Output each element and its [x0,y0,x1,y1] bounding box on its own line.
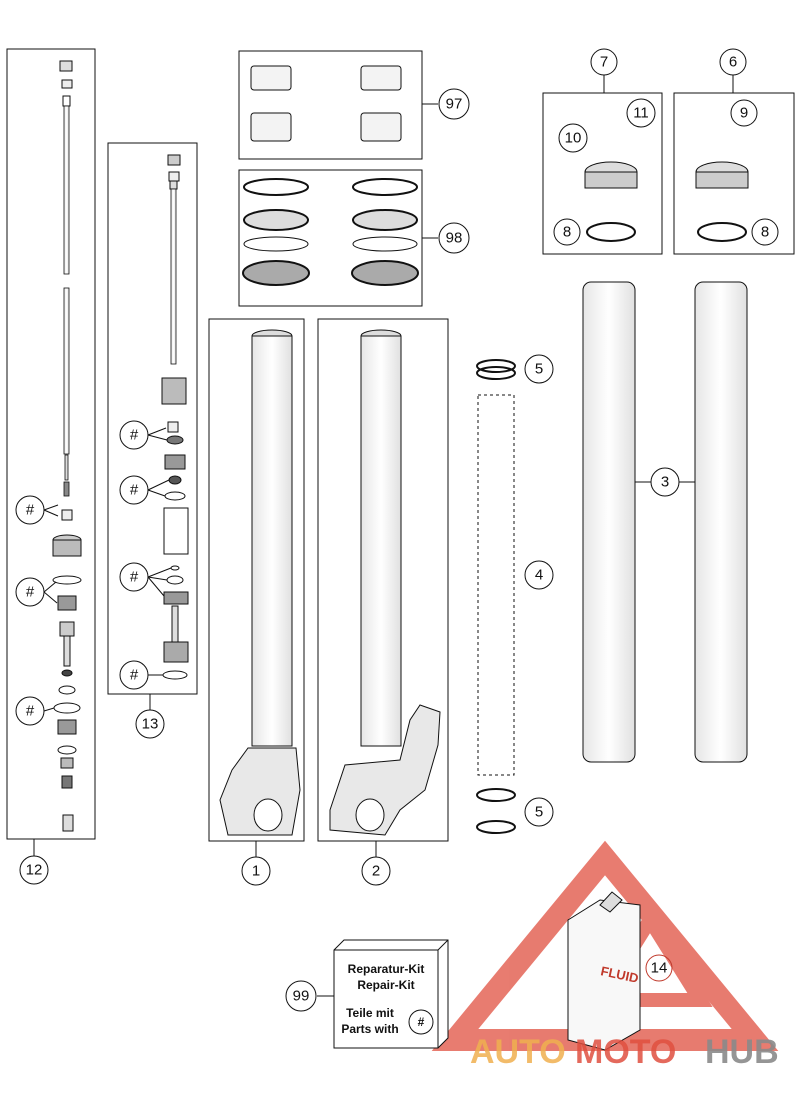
callout-5-bottom: 5 [524,797,554,827]
svg-text:10: 10 [565,130,582,147]
callout-5-top: 5 [524,354,554,384]
box-2 [317,318,449,842]
hash-callout-13c: # [119,562,172,597]
hash-callout-12a: # [15,495,59,525]
callout-3: 3 [650,467,680,497]
callout-8-left: 8 [553,218,581,246]
bushings-97 [238,50,438,160]
seals-98 [238,169,438,307]
svg-text:4: 4 [535,567,543,584]
lower-leg-1 [208,318,305,857]
callout-8-right: 8 [751,218,779,246]
svg-text:98: 98 [446,230,463,247]
svg-text:#: # [130,569,139,586]
lower-leg-2 [317,318,449,857]
callout-99: 99 [285,980,317,1012]
hash-callout-12c: # [15,696,55,726]
svg-text:#: # [130,427,139,444]
callout-10: 10 [558,123,588,153]
callout-97: 97 [438,88,470,120]
svg-text:MOTO: MOTO [575,1033,676,1071]
callout-9: 9 [730,99,758,127]
hash-callout-13d: # [119,660,163,690]
kit-symbol: # [418,1015,425,1029]
callout-98: 98 [438,222,470,254]
callout-7: 7 [590,48,618,76]
svg-text:6: 6 [729,54,737,71]
cartridge-assembly-12 [6,48,96,856]
upper-tubes-3 [582,281,748,763]
callout-1: 1 [241,856,271,886]
kit-line-1: Reparatur-Kit [348,962,425,976]
kit-line-2: Repair-Kit [357,978,414,992]
svg-text:#: # [26,584,35,601]
svg-text:2: 2 [372,863,380,880]
box-6 [673,92,795,255]
box-97 [238,50,423,160]
kit-line-4: Parts with [341,1022,398,1036]
callouts: 1 2 3 4 5 5 6 7 8 8 9 10 11 12 13 14 97 … [15,48,779,1012]
callout-2: 2 [361,856,391,886]
svg-text:3: 3 [661,474,669,491]
cartridge-assembly-13 [107,142,198,710]
hash-callout-12b: # [15,577,58,607]
oil-canister: FLUID [567,891,641,1051]
box-13 [107,142,198,695]
svg-text:8: 8 [761,224,769,241]
box-12 [6,48,96,840]
callout-6: 6 [719,48,747,76]
svg-text:AUTO: AUTO [470,1033,566,1071]
svg-text:#: # [130,482,139,499]
callout-12: 12 [19,855,49,885]
callout-13: 13 [135,709,165,739]
svg-text:8: 8 [563,224,571,241]
svg-text:#: # [130,667,139,684]
hash-callout-13b: # [119,475,170,505]
svg-text:97: 97 [446,96,463,113]
svg-text:13: 13 [142,716,159,733]
spring-4 [476,359,516,834]
callout-4: 4 [524,560,554,590]
watermark-text: AUTO MOTO HUB [470,1033,779,1071]
svg-text:99: 99 [293,988,310,1005]
svg-text:7: 7 [600,54,608,71]
hash-callout-13a: # [119,420,168,450]
svg-text:9: 9 [740,105,748,122]
repair-kit-box: Reparatur-Kit Repair-Kit Teile mit Parts… [317,939,449,1049]
svg-text:14: 14 [651,960,668,977]
callout-14: 14 [645,954,673,982]
kit-line-3: Teile mit [346,1006,394,1020]
svg-text:11: 11 [633,105,649,122]
svg-text:#: # [26,703,35,720]
svg-text:#: # [26,502,35,519]
fork-cap-7 [542,75,663,255]
svg-text:1: 1 [252,863,260,880]
svg-text:12: 12 [26,862,43,879]
callout-11: 11 [626,98,656,128]
box-7 [542,92,663,255]
fork-cap-6 [673,75,795,255]
svg-text:5: 5 [535,804,543,821]
svg-text:HUB: HUB [705,1033,779,1071]
box-98 [238,169,423,307]
svg-text:5: 5 [535,361,543,378]
